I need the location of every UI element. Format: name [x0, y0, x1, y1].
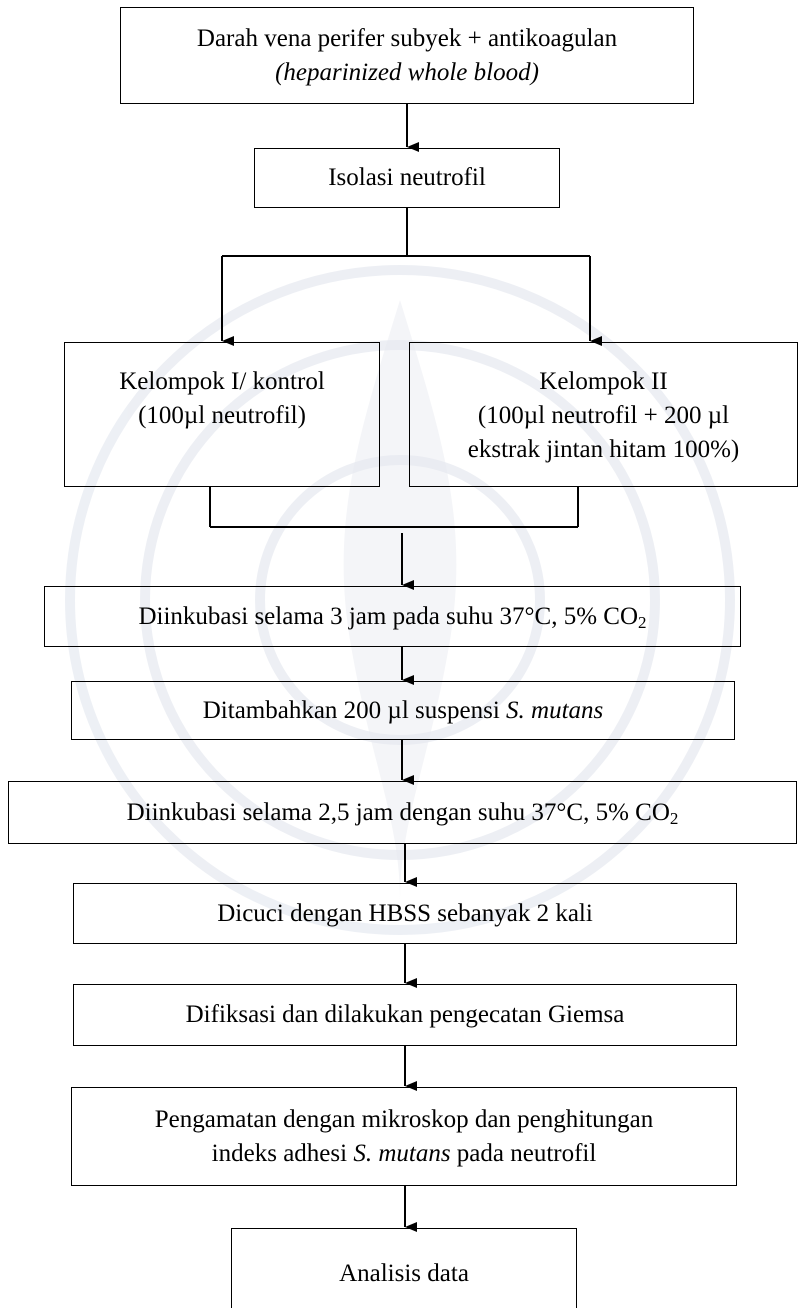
node-observation-line2: indeks adhesi S. mutans pada neutrofil [211, 1139, 597, 1167]
node-isolation-label: Isolasi neutrofil [328, 164, 486, 191]
species-name: S. mutans [353, 1139, 451, 1167]
node-observation-line1: Pengamatan dengan mikroskop dan penghitu… [154, 1105, 654, 1133]
node-fixation-label: Difiksasi dan dilakukan pengecatan Giems… [185, 1001, 625, 1028]
node-wash-label: Dicuci dengan HBSS sebanyak 2 kali [217, 899, 593, 927]
node-incubation1: Diinkubasi selama 3 jam pada suhu 37°C, … [44, 586, 741, 647]
node-group1-line1: Kelompok I/ kontrol [119, 368, 325, 395]
node-group2-line1: Kelompok II [539, 368, 668, 395]
node-group2-line2: (100µl neutrofil + 200 µl [477, 402, 730, 429]
node-add-bacteria: Ditambahkan 200 µl suspensi S. mutans [71, 681, 735, 740]
species-name: S. mutans [506, 696, 604, 724]
node-incubation2: Diinkubasi selama 2,5 jam dengan suhu 37… [8, 781, 797, 844]
co2-subscript: 2 [669, 808, 679, 828]
node-wash: Dicuci dengan HBSS sebanyak 2 kali [73, 883, 737, 944]
node-group2: Kelompok II (100µl neutrofil + 200 µl ek… [409, 342, 798, 487]
node-group2-line3: ekstrak jintan hitam 100%) [467, 436, 740, 463]
node-isolation: Isolasi neutrofil [254, 148, 560, 208]
node-start-line2: (heparinized whole blood) [275, 58, 539, 86]
node-add-bacteria-label: Ditambahkan 200 µl suspensi S. mutans [202, 696, 604, 724]
co2-subscript: 2 [638, 612, 647, 632]
node-group1: Kelompok I/ kontrol (100µl neutrofil) [64, 342, 380, 487]
node-incubation2-label: Diinkubasi selama 2,5 jam dengan suhu 37… [126, 798, 679, 828]
node-fixation: Difiksasi dan dilakukan pengecatan Giems… [73, 984, 737, 1046]
node-start-line1: Darah vena perifer subyek + antikoagulan [196, 24, 618, 52]
node-analysis-label: Analisis data [339, 1260, 469, 1287]
node-group1-line2: (100µl neutrofil) [138, 402, 306, 429]
node-observation: Pengamatan dengan mikroskop dan penghitu… [71, 1087, 737, 1186]
node-incubation1-label: Diinkubasi selama 3 jam pada suhu 37°C, … [138, 602, 647, 632]
node-analysis: Analisis data [231, 1228, 577, 1308]
node-start: Darah vena perifer subyek + antikoagulan… [120, 7, 694, 104]
